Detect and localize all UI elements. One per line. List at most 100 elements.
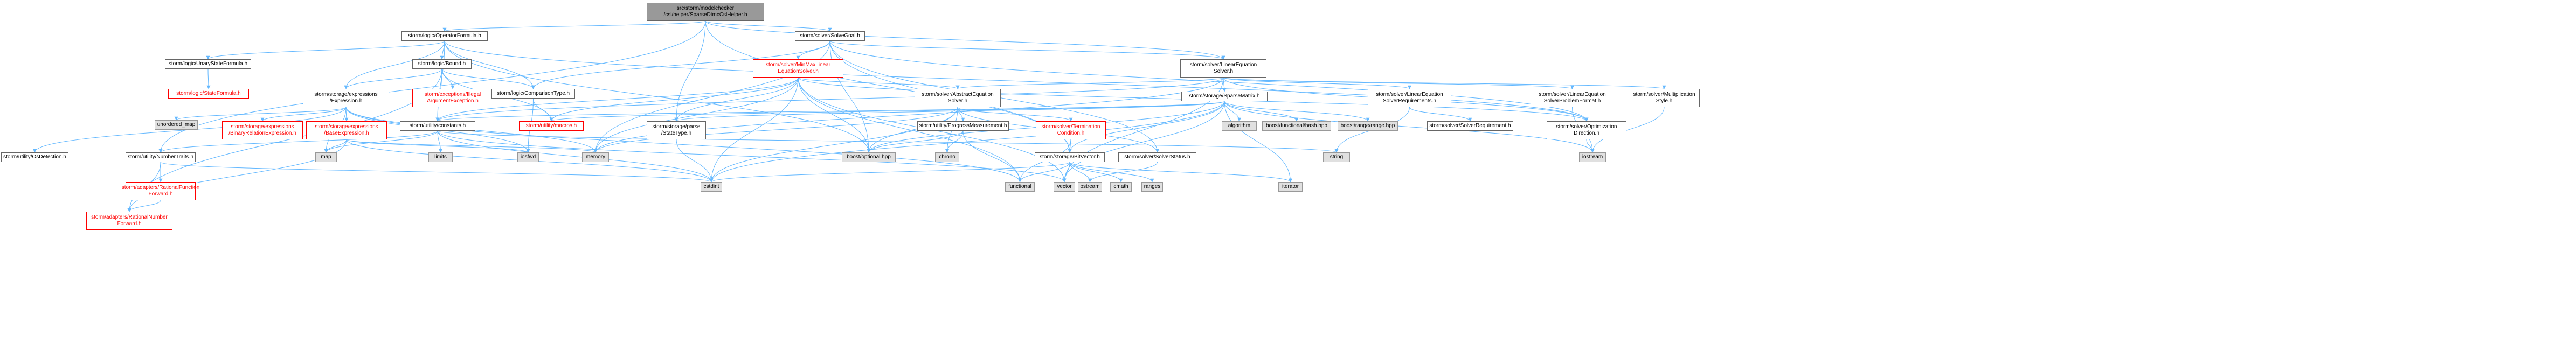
edge-solvegoal-to-minmax bbox=[796, 40, 830, 60]
edge-solvegoal-to-optdir bbox=[829, 40, 1589, 122]
node-label: vector bbox=[1057, 184, 1072, 190]
node-label: storm/storage/expressions /BinaryRelatio… bbox=[228, 124, 296, 136]
node-label: storm/utility/constants.h bbox=[409, 123, 466, 129]
node-ranges[interactable]: ranges bbox=[1141, 182, 1163, 192]
node-binaryrel[interactable]: storm/storage/expressions /BinaryRelatio… bbox=[222, 121, 303, 139]
edge-root-to-bitvector bbox=[705, 20, 1072, 153]
node-expression[interactable]: storm/storage/expressions /Expression.h bbox=[303, 89, 389, 107]
node-ostream[interactable]: ostream bbox=[1078, 182, 1102, 192]
edge-constants-to-map bbox=[324, 130, 438, 153]
node-ratnumfwd[interactable]: storm/adapters/RationalNumber Forward.h bbox=[86, 212, 172, 230]
node-iostream[interactable]: iostream bbox=[1579, 152, 1606, 162]
edge-bitvector-to-cmath bbox=[1069, 162, 1123, 183]
node-bound[interactable]: storm/logic/Bound.h bbox=[412, 59, 472, 69]
node-lesreq[interactable]: storm/solver/LinearEquation SolverRequir… bbox=[1368, 89, 1451, 107]
node-unarystate[interactable]: storm/logic/UnaryStateFormula.h bbox=[165, 59, 251, 69]
node-functional[interactable]: functional bbox=[1005, 182, 1035, 192]
edge-constants-to-cstdint bbox=[437, 130, 714, 183]
node-memory[interactable]: memory bbox=[582, 152, 609, 162]
node-ratfuncfwd[interactable]: storm/adapters/RationalFunction Forward.… bbox=[122, 182, 199, 200]
node-chrono[interactable]: chrono bbox=[935, 152, 959, 162]
node-macros[interactable]: storm/utility/macros.h bbox=[519, 121, 584, 131]
node-optional[interactable]: boost/optional.hpp bbox=[842, 152, 896, 162]
node-algorithm[interactable]: algorithm bbox=[1222, 121, 1257, 131]
node-lesproblem[interactable]: storm/solver/LinearEquation SolverProble… bbox=[1531, 89, 1614, 107]
node-iosfwd[interactable]: iosfwd bbox=[517, 152, 539, 162]
edge-sparsematrix-to-cstdint bbox=[709, 101, 1225, 183]
edge-ratfuncfwd-to-ratnumfwd bbox=[127, 200, 161, 212]
node-solvegoal[interactable]: storm/solver/SolveGoal.h bbox=[795, 31, 865, 41]
node-label: memory bbox=[585, 154, 606, 160]
edge-baseexpr-to-memory bbox=[346, 139, 598, 153]
node-unordered_map[interactable]: unordered_map bbox=[155, 120, 198, 130]
node-label: storm/storage/BitVector.h bbox=[1040, 154, 1100, 160]
node-bitvector[interactable]: storm/storage/BitVector.h bbox=[1035, 152, 1105, 162]
node-label: storm/storage/expressions /BaseExpressio… bbox=[315, 124, 378, 136]
edge-minmax-to-parsestatetype bbox=[674, 77, 799, 122]
edge-solvegoal-to-linearequation bbox=[829, 40, 1225, 60]
edge-minmax-to-cstdint bbox=[709, 77, 799, 183]
edge-root-to-linearequation bbox=[705, 20, 1225, 60]
node-label: storm/adapters/RationalFunction Forward.… bbox=[121, 185, 200, 197]
edge-bitvector-to-ranges bbox=[1069, 162, 1154, 183]
node-root[interactable]: src/storm/modelchecker /csl/helper/Spars… bbox=[647, 3, 764, 21]
node-label: cstdint bbox=[703, 184, 719, 190]
node-osdetection[interactable]: storm/utility/OsDetection.h bbox=[1, 152, 68, 162]
edge-constants-to-string bbox=[437, 130, 1338, 153]
node-label: limits bbox=[434, 154, 447, 160]
edge-operatorformula-to-optdir bbox=[444, 40, 1589, 122]
node-numbertraits[interactable]: storm/utility/NumberTraits.h bbox=[126, 152, 196, 162]
node-label: storm/utility/macros.h bbox=[525, 123, 577, 129]
node-label: storm/solver/SolverStatus.h bbox=[1124, 154, 1190, 160]
node-label: storm/solver/LinearEquation SolverProble… bbox=[1539, 92, 1606, 104]
node-progress[interactable]: storm/utility/ProgressMeasurement.h bbox=[917, 121, 1009, 131]
node-solverstatus[interactable]: storm/solver/SolverStatus.h bbox=[1118, 152, 1196, 162]
edge-sparsematrix-to-bitvector bbox=[1068, 101, 1225, 153]
node-abstractequation[interactable]: storm/solver/AbstractEquation Solver.h bbox=[915, 89, 1001, 107]
node-label: string bbox=[1329, 154, 1344, 160]
node-termination[interactable]: storm/solver/Termination Condition.h bbox=[1036, 121, 1106, 139]
edge-progress-to-optional bbox=[867, 130, 964, 153]
node-label: src/storm/modelchecker /csl/helper/Spars… bbox=[663, 5, 747, 18]
node-iterator[interactable]: iterator bbox=[1278, 182, 1303, 192]
node-cstdint[interactable]: cstdint bbox=[701, 182, 722, 192]
node-sparsematrix[interactable]: storm/storage/SparseMatrix.h bbox=[1181, 92, 1268, 101]
edge-minmax-to-functional bbox=[798, 77, 1022, 183]
node-multiplication[interactable]: storm/solver/Multiplication Style.h bbox=[1629, 89, 1700, 107]
node-optdir[interactable]: storm/solver/Optimization Direction.h bbox=[1547, 121, 1626, 139]
node-hash[interactable]: boost/functional/hash.hpp bbox=[1262, 121, 1331, 131]
node-linearequation[interactable]: storm/solver/LinearEquation Solver.h bbox=[1180, 59, 1266, 78]
node-comparisontype[interactable]: storm/logic/ComparisonType.h bbox=[491, 89, 575, 99]
node-label: storm/adapters/RationalNumber Forward.h bbox=[91, 214, 168, 227]
node-label: boost/functional/hash.hpp bbox=[1266, 123, 1327, 129]
edge-root-to-parsestatetype bbox=[674, 20, 706, 122]
node-label: ostream bbox=[1080, 184, 1100, 190]
node-label: storm/solver/Multiplication Style.h bbox=[1633, 92, 1695, 104]
node-string[interactable]: string bbox=[1323, 152, 1350, 162]
node-solverreq[interactable]: storm/solver/SolverRequirement.h bbox=[1427, 121, 1513, 131]
node-limits[interactable]: limits bbox=[428, 152, 453, 162]
edge-constants-to-vector bbox=[437, 130, 1067, 183]
node-vector[interactable]: vector bbox=[1054, 182, 1075, 192]
node-operatorformula[interactable]: storm/logic/OperatorFormula.h bbox=[401, 31, 488, 41]
node-baseexpr[interactable]: storm/storage/expressions /BaseExpressio… bbox=[306, 121, 387, 139]
edge-minmax-to-constants bbox=[435, 77, 799, 122]
node-parsestatetype[interactable]: storm/storage/parse /StateType.h bbox=[647, 121, 706, 139]
node-range[interactable]: boost/range/range.hpp bbox=[1338, 121, 1398, 131]
node-map[interactable]: map bbox=[315, 152, 337, 162]
node-label: storm/solver/SolveGoal.h bbox=[800, 33, 860, 39]
edge-bound-to-expression bbox=[344, 68, 442, 89]
edge-constants-to-numbertraits bbox=[158, 130, 438, 153]
node-cmath[interactable]: cmath bbox=[1110, 182, 1132, 192]
node-label: iterator bbox=[1282, 184, 1299, 190]
edge-sparsematrix-to-iostream bbox=[1224, 101, 1595, 153]
node-illegalarg[interactable]: storm/exceptions/Illegal ArgumentExcepti… bbox=[412, 89, 493, 107]
node-label: storm/utility/NumberTraits.h bbox=[128, 154, 193, 160]
edge-operatorformula-to-unarystate bbox=[206, 40, 445, 60]
node-minmax[interactable]: storm/solver/MinMaxLinear EquationSolver… bbox=[753, 59, 843, 78]
edge-progress-to-chrono bbox=[945, 130, 964, 153]
node-constants[interactable]: storm/utility/constants.h bbox=[400, 121, 475, 131]
node-label: iosfwd bbox=[520, 154, 536, 160]
node-stateformula[interactable]: storm/logic/StateFormula.h bbox=[168, 89, 249, 99]
